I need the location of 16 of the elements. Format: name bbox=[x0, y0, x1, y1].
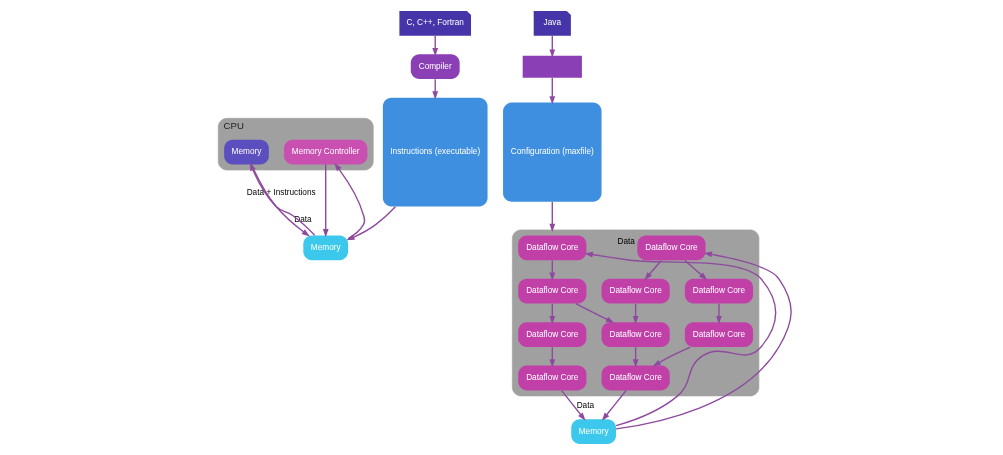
arrow bbox=[683, 259, 707, 281]
arrow bbox=[560, 389, 586, 421]
arrow bbox=[322, 163, 329, 238]
arrow bbox=[715, 303, 722, 325]
arrow bbox=[584, 251, 777, 427]
arrow bbox=[333, 162, 365, 240]
arrow bbox=[548, 201, 555, 232]
arrow bbox=[652, 346, 691, 367]
arrow bbox=[643, 259, 662, 281]
arrow bbox=[345, 206, 396, 241]
arrow bbox=[614, 251, 792, 430]
cluster bbox=[511, 229, 759, 397]
arrow bbox=[574, 303, 614, 324]
arrow bbox=[548, 77, 555, 105]
arrow bbox=[601, 389, 627, 421]
node-box bbox=[522, 55, 582, 78]
